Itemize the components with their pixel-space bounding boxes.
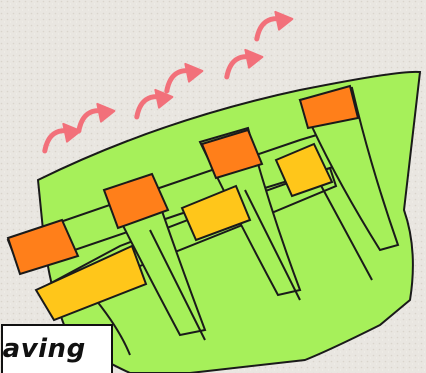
yellow-tab-1 bbox=[180, 184, 252, 242]
yellow-tab-left bbox=[34, 244, 148, 322]
warp-line bbox=[244, 189, 301, 301]
orange-tab-left bbox=[6, 218, 80, 276]
yellow-tab-2 bbox=[274, 142, 334, 198]
warp-line bbox=[317, 179, 373, 281]
orange-tab-1 bbox=[102, 172, 170, 230]
warp-line bbox=[149, 229, 206, 341]
curved-arrow-icon bbox=[76, 102, 116, 134]
warp-strip-3 bbox=[298, 86, 400, 252]
arrow-group bbox=[42, 10, 294, 154]
curved-arrow-icon bbox=[42, 122, 82, 154]
caption-text: Weaving bbox=[2, 334, 86, 364]
orange-tab-3 bbox=[298, 84, 360, 130]
curved-arrow-icon bbox=[134, 88, 174, 120]
curved-arrow-icon bbox=[254, 10, 294, 42]
caption-box: Weaving bbox=[1, 324, 113, 373]
curved-arrow-icon bbox=[164, 62, 204, 94]
orange-tab-2 bbox=[200, 128, 264, 180]
warp-line bbox=[95, 299, 131, 356]
curved-arrow-icon bbox=[224, 48, 264, 80]
